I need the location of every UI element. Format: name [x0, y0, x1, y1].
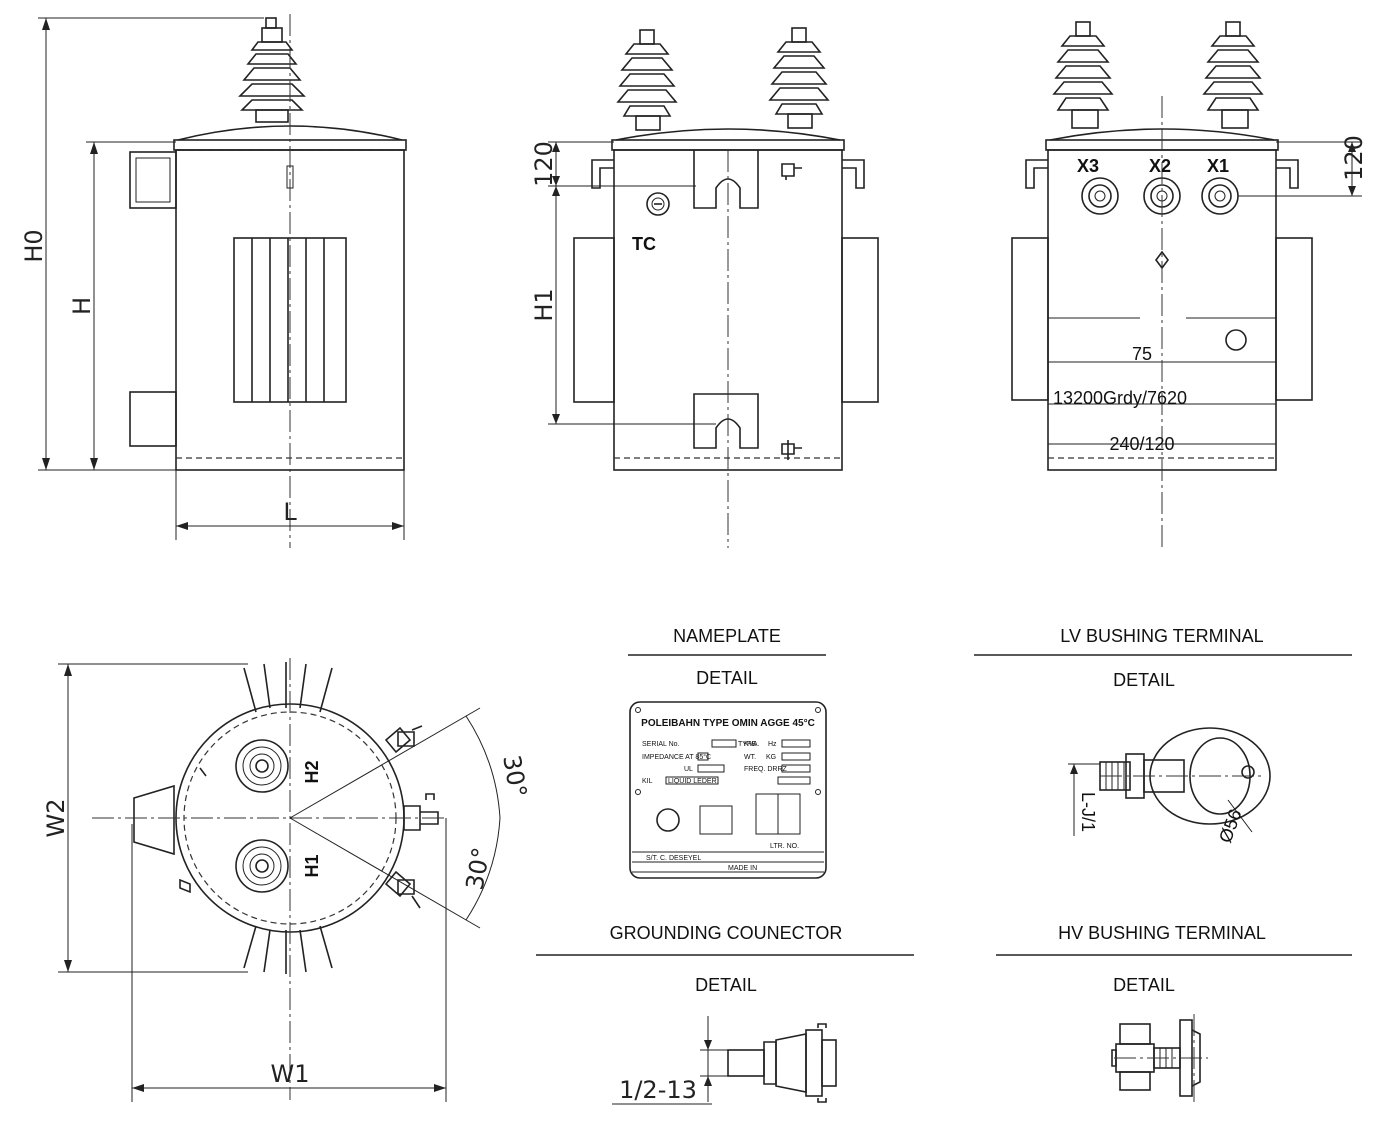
lifting-lug-right — [842, 159, 865, 189]
label-x2: X2 — [1149, 156, 1171, 176]
nameplate-type: TYPE — [738, 741, 757, 748]
grounding-detail-subtitle: DETAIL — [695, 975, 757, 995]
nameplate-ul: UL — [684, 766, 693, 773]
nameplate-kg: KG — [766, 754, 776, 761]
lv-detail-dim-vertical: L-J/1 — [1078, 792, 1098, 832]
dim-h1: H1 — [530, 288, 558, 321]
plate-kva: 75 — [1132, 344, 1152, 364]
dim-w1: W1 — [271, 1060, 310, 1088]
nameplate-footer-2: MADE IN — [728, 865, 757, 872]
lifting-lug-left — [591, 159, 614, 189]
nameplate-ltr: LTR. NO. — [770, 843, 799, 850]
dim-h0: H0 — [20, 229, 48, 262]
lv-terminal-x3 — [1081, 177, 1119, 215]
nameplate-plate — [629, 701, 827, 879]
lv-terminal-detail — [974, 654, 1352, 836]
nameplate-subtitle: DETAIL — [696, 668, 758, 688]
hv-detail-subtitle: DETAIL — [1113, 975, 1175, 995]
grounding-thread-size: 1/2-13 — [619, 1076, 697, 1104]
dim-w2: W2 — [42, 799, 70, 838]
plate-hv-voltage: 13200Grdy/7620 — [1053, 388, 1187, 408]
nameplate-impedance: IMPEDANCE AT 85°C — [642, 753, 711, 761]
lower-hanger-bracket — [693, 393, 759, 449]
hv-bushing-right — [768, 27, 830, 129]
nameplate-kil: KIL — [642, 778, 653, 785]
dim-angle-top: 30° — [497, 753, 532, 800]
plan-lv-bushing-x2 — [403, 793, 439, 831]
plan-hanger-bracket — [133, 784, 175, 856]
grounding-detail — [536, 954, 914, 1105]
lv-detail-title: LV BUSHING TERMINAL — [1060, 626, 1263, 646]
lv-view-ground-boss — [1225, 329, 1247, 351]
plan-bushing-h2 — [235, 739, 289, 793]
hv-bushing-left — [616, 29, 678, 131]
lv-detail-dim-diameter: Ø56 — [1215, 807, 1245, 846]
lv-front-view — [1011, 21, 1362, 548]
hv-front-view — [548, 27, 879, 548]
lv-view-bushing-right — [1202, 21, 1264, 129]
nameplate-detail — [628, 654, 827, 879]
tap-changer — [646, 192, 670, 216]
nameplate-wt: WT. — [744, 754, 756, 761]
nameplate-heading: POLEIBAHN TYPE OMIN AGGE 45°C — [641, 718, 815, 729]
plate-lv-voltage: 240/120 — [1109, 434, 1174, 454]
nameplate-kva: KVA. — [744, 741, 759, 748]
dim-l: L — [283, 498, 297, 526]
plan-lv-bushing-x1 — [384, 870, 421, 909]
nameplate-title: NAMEPLATE — [673, 626, 781, 646]
lv-view-bushing-left — [1052, 21, 1114, 129]
side-upper-hanger — [129, 151, 177, 209]
nameplate-footer-1: S/T. C. DESEYEL — [646, 855, 701, 862]
lv-terminal-x1 — [1201, 177, 1239, 215]
plan-bushing-h1 — [235, 839, 289, 893]
dim-120-right: 120 — [1340, 135, 1368, 181]
label-h1: H1 — [302, 854, 322, 877]
side-hv-bushing — [238, 17, 306, 123]
label-tc: TC — [632, 234, 656, 254]
side-lower-hanger — [129, 391, 177, 447]
label-h2: H2 — [302, 760, 322, 783]
label-x3: X3 — [1077, 156, 1099, 176]
nameplate-serial: SERIAL No. — [642, 741, 680, 748]
top-plan-view — [58, 658, 501, 1102]
nameplate-liquid: LIQUID LEDER — [668, 778, 717, 785]
label-x1: X1 — [1207, 156, 1229, 176]
ground-terminal-bottom — [781, 440, 802, 460]
dim-angle-bottom: 30° — [461, 845, 496, 892]
ground-terminal-top — [781, 163, 802, 180]
hv-terminal-detail — [996, 954, 1352, 1102]
dim-h: H — [68, 297, 96, 315]
side-elevation-view — [38, 14, 407, 548]
grounding-detail-title: GROUNDING COUNECTOR — [610, 923, 843, 943]
hv-detail-title: HV BUSHING TERMINAL — [1058, 923, 1266, 943]
upper-hanger-bracket — [693, 150, 759, 209]
nameplate-freq: FREQ. DRRZ — [744, 766, 788, 773]
nameplate-hz: Hz — [768, 741, 777, 748]
plan-lv-bushing-x3 — [384, 725, 423, 754]
hv-radiator-right — [841, 237, 879, 403]
lv-detail-subtitle: DETAIL — [1113, 670, 1175, 690]
hv-radiator-left — [573, 237, 615, 403]
dim-120-left: 120 — [530, 141, 558, 187]
